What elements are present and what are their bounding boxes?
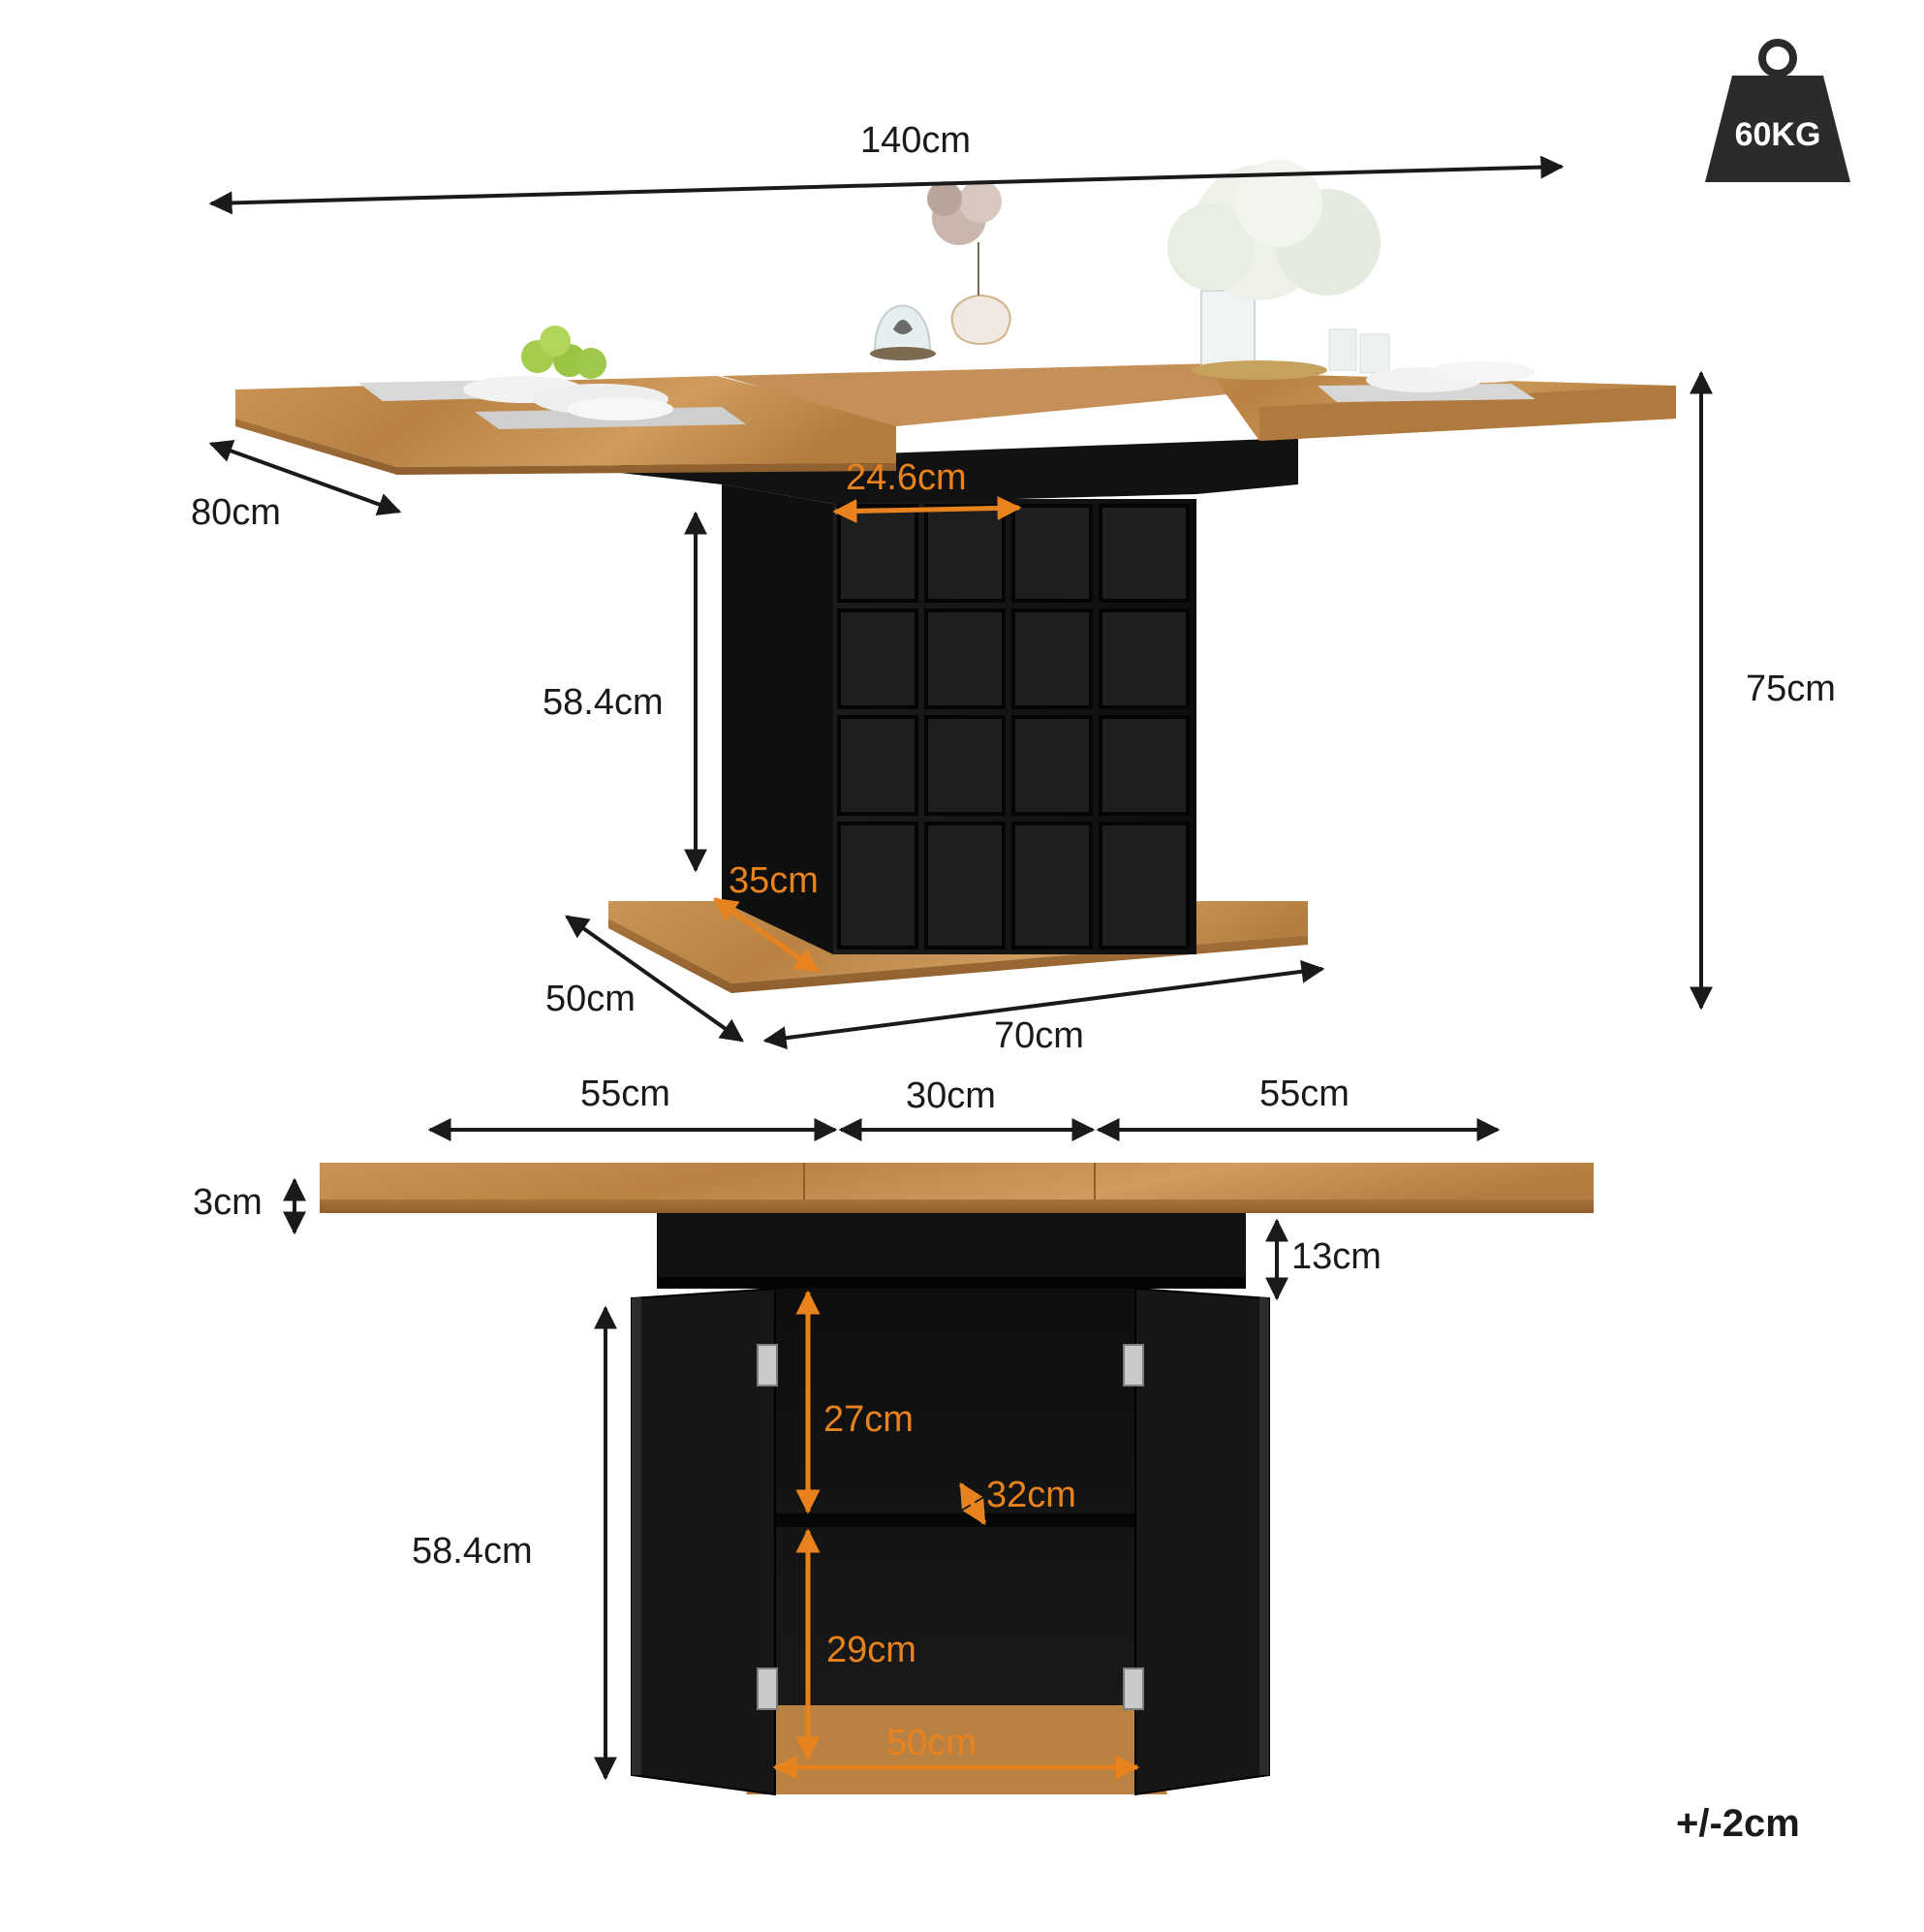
center-leaf-label: 30cm bbox=[906, 1075, 996, 1116]
hinges bbox=[757, 1344, 1144, 1710]
base-depth-label: 50cm bbox=[545, 979, 636, 1019]
cabinet-height-label: 58.4cm bbox=[412, 1531, 533, 1572]
front-apron bbox=[657, 1213, 1246, 1289]
front-dimension-arrows-black bbox=[283, 1118, 1501, 1781]
dimension-arrows-orange bbox=[712, 495, 1022, 974]
pedestal-side bbox=[722, 484, 833, 954]
center-leaf bbox=[722, 363, 1298, 426]
flower-vase-large bbox=[1167, 160, 1390, 380]
depth-label: 80cm bbox=[191, 492, 281, 533]
apron bbox=[620, 438, 1298, 504]
cabinet-shelf bbox=[770, 1513, 1140, 1527]
length-label: 140cm bbox=[860, 120, 972, 161]
length-arrow bbox=[208, 155, 1565, 215]
height-label: 75cm bbox=[1746, 669, 1836, 709]
weight-label: 60KG bbox=[1734, 116, 1821, 153]
shelf-depth-arrow bbox=[958, 1481, 987, 1526]
leg-depth-label: 35cm bbox=[729, 860, 819, 901]
leg-width-arrow bbox=[832, 495, 1022, 524]
place-setting-right bbox=[1318, 361, 1536, 402]
right-leaf-label: 55cm bbox=[1259, 1074, 1350, 1114]
flower-vase-small bbox=[927, 180, 1011, 345]
dimension-arrows-black bbox=[208, 155, 1713, 1050]
glass-dome bbox=[870, 304, 936, 360]
tolerance-note: +/-2cm bbox=[1676, 1802, 1800, 1845]
weight-icon bbox=[1705, 39, 1850, 182]
inner-width-label: 50cm bbox=[886, 1723, 977, 1763]
base-width-arrow bbox=[762, 959, 1325, 1050]
base-width-label: 70cm bbox=[994, 1015, 1084, 1056]
lower-shelf-label: 29cm bbox=[826, 1630, 916, 1670]
weight-badge: 60KG bbox=[1705, 37, 1850, 190]
leg-depth-arrow bbox=[712, 896, 821, 974]
extended-table-illustration bbox=[235, 160, 1676, 993]
depth-arrow bbox=[208, 440, 402, 515]
leg-height-label: 58.4cm bbox=[543, 682, 664, 723]
left-leaf-label: 55cm bbox=[580, 1074, 670, 1114]
leg-width-label: 24.6cm bbox=[846, 457, 967, 498]
base-depth-arrow bbox=[565, 915, 744, 1043]
front-dimension-arrows-orange bbox=[772, 1290, 1140, 1780]
upper-shelf-label: 27cm bbox=[823, 1399, 914, 1440]
shelf-depth-label: 32cm bbox=[986, 1475, 1076, 1515]
cabinet-interior bbox=[770, 1289, 1140, 1783]
top-thickness-label: 3cm bbox=[193, 1182, 263, 1223]
place-setting-left bbox=[358, 326, 746, 429]
apron-height-label: 13cm bbox=[1291, 1236, 1381, 1277]
front-view-illustration bbox=[320, 1163, 1594, 1796]
pedestal-grid bbox=[837, 504, 1190, 950]
right-door bbox=[1134, 1287, 1270, 1796]
left-door bbox=[631, 1287, 776, 1796]
